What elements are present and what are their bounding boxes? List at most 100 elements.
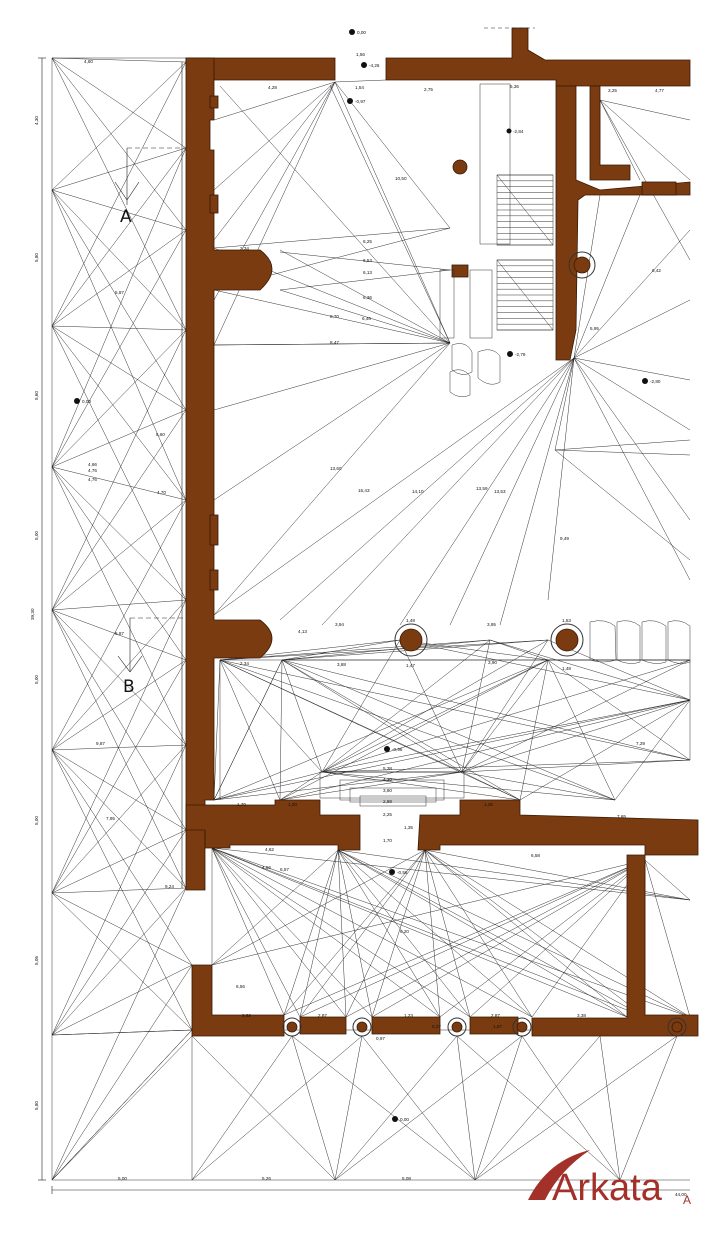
- triangulation-line: [399, 639, 549, 661]
- dim-diag-5: 4,70: [157, 490, 166, 495]
- triangulation-line: [461, 771, 521, 801]
- triangulation-line: [399, 357, 575, 626]
- triangulation-line: [337, 849, 471, 1018]
- dim-left-6: 5,00: [34, 816, 39, 825]
- triangulation-line: [51, 325, 187, 601]
- elevation-markers: 0,00 -4,26 -0,97 -2,84 -2,79 -0,96 0,00: [74, 29, 661, 1122]
- triangulation-line: [599, 99, 691, 261]
- section-marker-a: A: [114, 147, 185, 227]
- triangulation-line: [361, 1035, 476, 1181]
- dim-lower-2: 6,58: [531, 853, 540, 858]
- triangulation-line: [191, 1035, 336, 1181]
- elevation-marker: -0,96: [384, 746, 403, 752]
- dim-diag-7: 5,87: [115, 631, 124, 636]
- dim-stair-3: 3,60: [383, 788, 392, 793]
- triangulation-line: [321, 659, 691, 773]
- triangulation-line: [213, 227, 451, 249]
- svg-text:-0,96: -0,96: [392, 747, 403, 752]
- triangulation-line: [281, 639, 401, 661]
- triangulation-line: [213, 659, 549, 801]
- triangulation-line: [51, 466, 187, 601]
- triangulation-line: [51, 329, 187, 468]
- triangulation-line: [51, 325, 187, 501]
- stairs-courtyard: [319, 771, 465, 807]
- triangulation-line: [211, 847, 285, 1016]
- wall-notch-3: [209, 514, 219, 546]
- triangulation-line: [211, 847, 441, 1018]
- dim-diag-15: 6,42: [652, 268, 661, 273]
- triangulation-line: [219, 659, 691, 761]
- triangulation-line: [51, 1029, 193, 1036]
- svg-text:-2,84: -2,84: [513, 129, 524, 134]
- triangulation-line: [281, 659, 616, 801]
- triangulation-line: [424, 849, 691, 901]
- triangulation-line: [51, 57, 187, 63]
- triangulation-line: [51, 229, 187, 468]
- triangulation-line: [51, 57, 187, 149]
- triangulation-line: [219, 659, 521, 801]
- triangulation-line: [51, 189, 187, 501]
- triangulation-line: [521, 1035, 621, 1181]
- triangulation-line: [51, 749, 187, 831]
- dim-left-7: 5,06: [34, 956, 39, 965]
- logo-text: Arkata: [552, 1167, 663, 1209]
- dim-top-7: 3,25: [608, 88, 617, 93]
- stair-steps-1: [496, 174, 554, 246]
- wall-stair-divider: [555, 85, 691, 361]
- dim-left-4: 5,00: [34, 531, 39, 540]
- triangulation-line: [213, 659, 221, 801]
- dim-room-9: 10,50: [395, 176, 407, 181]
- triangulation-line: [279, 659, 283, 801]
- triangulation-line: [51, 189, 187, 331]
- dim-lower-7: 1,23: [404, 1013, 413, 1018]
- triangulation-line: [51, 466, 187, 746]
- dim-lower-10: 0,97: [376, 1036, 385, 1041]
- elevation-marker: -0,97: [347, 98, 366, 104]
- dim-room-8: 8,47: [330, 340, 339, 345]
- dim-col-7: 3,90: [488, 660, 497, 665]
- dim-room-12: 14,10: [412, 489, 424, 494]
- left-vertical-dims: 4,30 5,80 5,60 5,00 5,00 5,00 5,06 5,80 …: [30, 116, 39, 1110]
- dim-diag-14: 7,65: [617, 814, 626, 819]
- dim-diag-2: 5,87: [115, 290, 124, 295]
- elevation-marker: 0,00: [392, 1116, 409, 1122]
- triangulation-line: [619, 1035, 678, 1181]
- triangulation-line: [279, 357, 575, 621]
- logo-swoosh-icon: [528, 1150, 590, 1200]
- triangulation-line: [461, 659, 549, 773]
- triangulation-line: [213, 659, 283, 801]
- triangulation-line: [51, 744, 187, 751]
- dim-col-4: 1,53: [562, 618, 571, 623]
- dim-diag-9: 7,95: [106, 816, 115, 821]
- triangulation-line: [599, 99, 641, 181]
- dim-diag-4: 4,76: [88, 477, 97, 482]
- triangulation-line: [51, 466, 187, 501]
- dim-total-height: 39,30: [30, 608, 35, 620]
- section-marker-b: B: [117, 617, 185, 697]
- wall-lower-mid-3: [469, 1016, 519, 1035]
- triangulation-line: [299, 859, 646, 1018]
- dim-bottom-2: 5,26: [262, 1176, 271, 1181]
- triangulation-line: [211, 849, 426, 966]
- triangulation-line: [191, 1035, 293, 1181]
- triangulation-line: [337, 849, 441, 1018]
- triangulation-line: [424, 849, 533, 1018]
- dim-bottom-1: 5,00: [118, 1176, 127, 1181]
- stair-diagonal: [496, 174, 554, 246]
- triangulation-line: [213, 342, 451, 616]
- triangulation-line: [554, 357, 575, 451]
- triangulation-line: [191, 1035, 363, 1181]
- triangulation-line: [334, 1035, 363, 1181]
- triangulation-line: [299, 849, 426, 1018]
- triangulation-line: [489, 639, 549, 661]
- triangulation-line: [211, 847, 301, 1018]
- triangulation-line: [51, 325, 187, 411]
- dim-stair-7: 1,70: [383, 838, 392, 843]
- triangulation-line: [573, 357, 691, 381]
- elevation-marker: -2,84: [506, 128, 524, 134]
- triangulation-line: [573, 357, 691, 431]
- triangulation-line: [219, 659, 323, 773]
- triangulation-line: [321, 357, 575, 626]
- dim-top-8: 4,77: [655, 88, 664, 93]
- triangulation-line: [321, 639, 491, 773]
